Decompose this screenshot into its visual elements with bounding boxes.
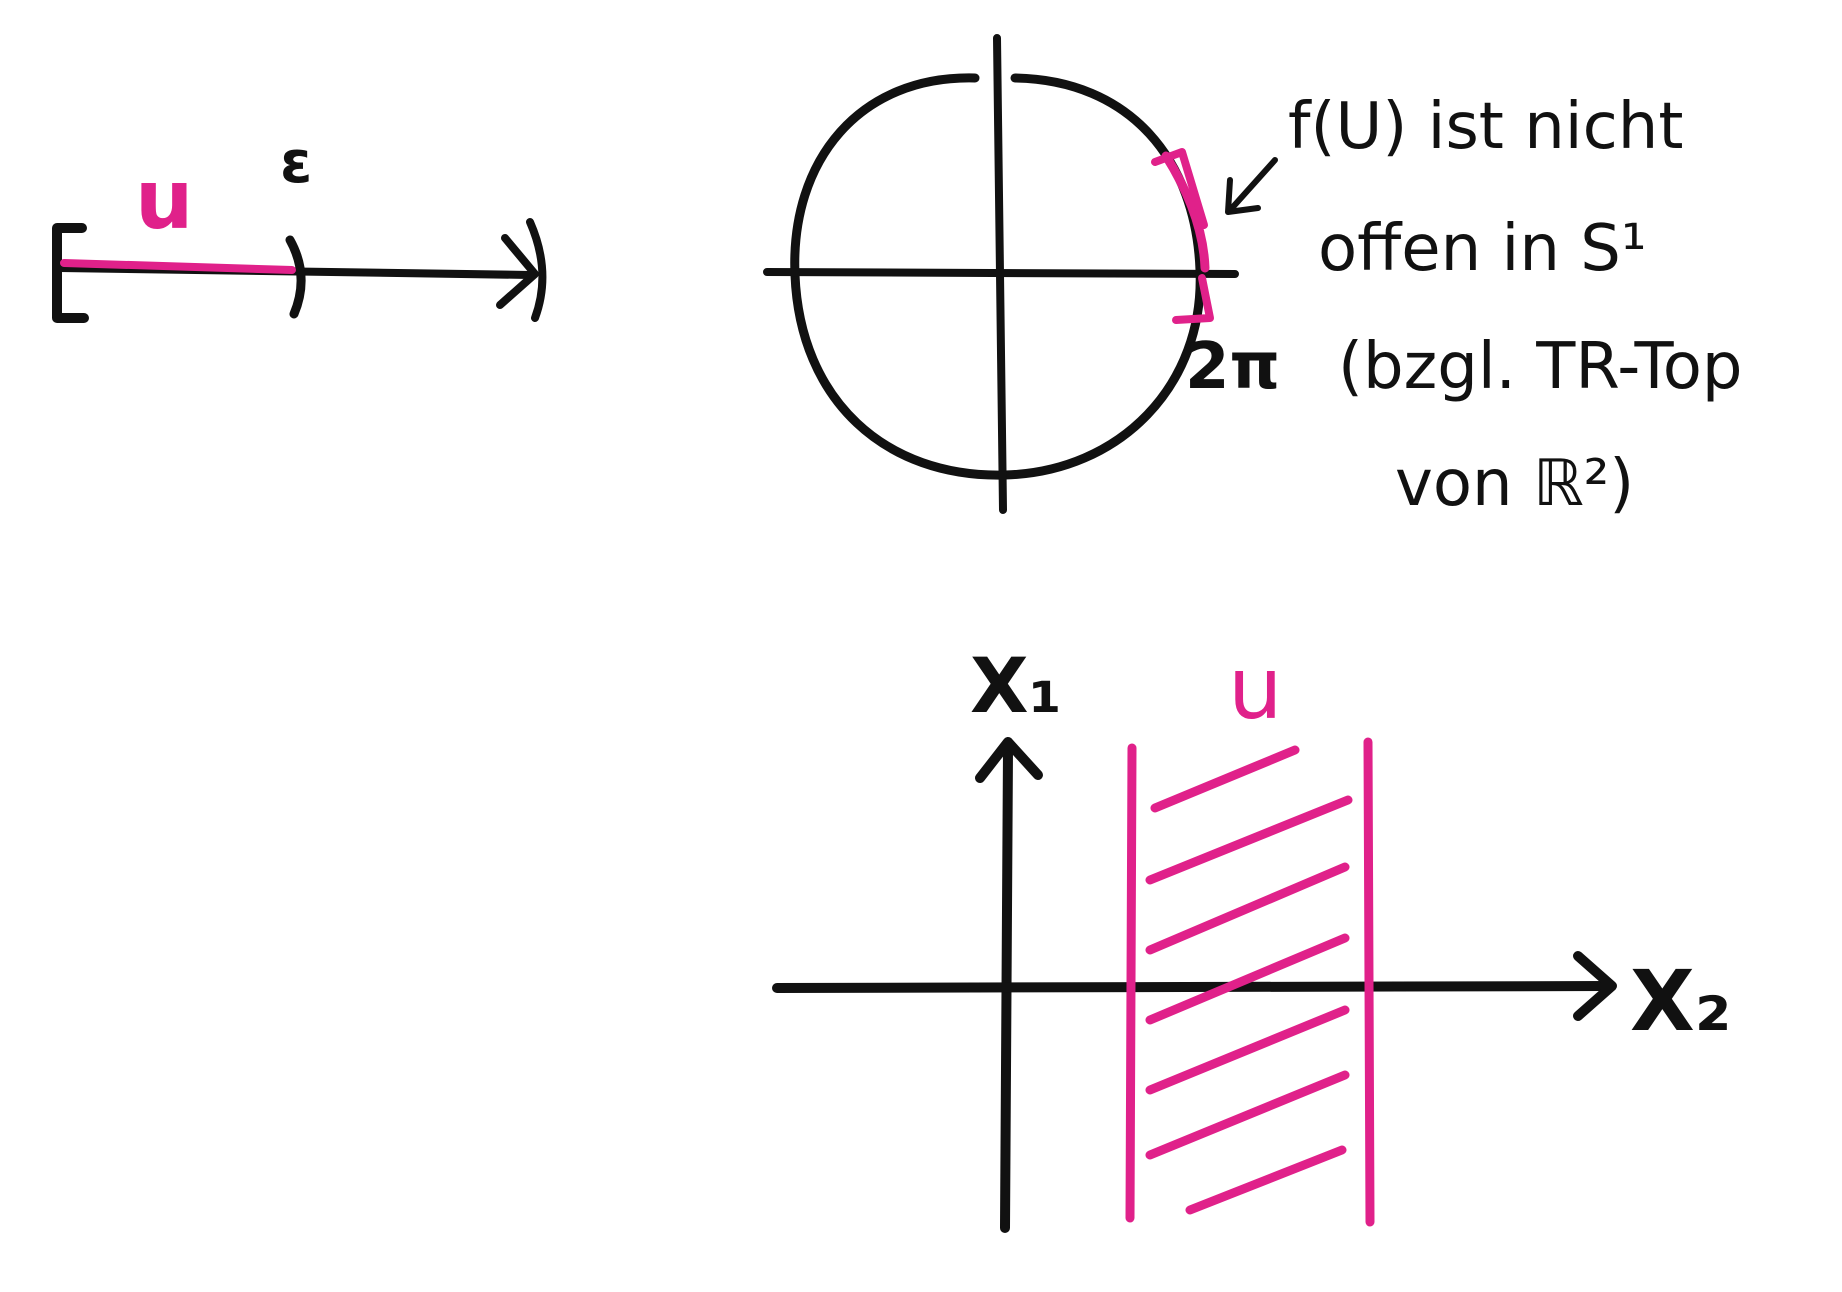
axis-arrow-head bbox=[496, 234, 539, 309]
annotation-arrow-head bbox=[1225, 177, 1261, 215]
circle-diagram: 2π f(U) ist nicht offen in S¹ (bzgl. TR-… bbox=[763, 34, 1742, 521]
set-u-label: u bbox=[135, 153, 193, 248]
two-pi-label: 2π bbox=[1185, 330, 1280, 404]
interval-closed-bracket bbox=[52, 223, 89, 323]
strip-left-boundary bbox=[1125, 743, 1137, 1223]
annotation-line-2: offen in S¹ bbox=[1318, 212, 1647, 286]
strip-set-u-label: u bbox=[1228, 639, 1283, 739]
annotation-arrow-shaft bbox=[1229, 157, 1278, 211]
strip-right-boundary bbox=[1363, 737, 1375, 1227]
x1-arrow-head bbox=[975, 737, 1043, 783]
strip-hatching bbox=[1145, 745, 1353, 1215]
arc-end-bracket-bottom bbox=[1172, 274, 1214, 324]
x2-axis-label: X₂ bbox=[1630, 952, 1732, 1050]
circle-horizontal-axis bbox=[763, 268, 1239, 278]
annotation-line-4: von ℝ²) bbox=[1395, 447, 1634, 521]
circle-arc-highlight bbox=[1161, 151, 1210, 273]
annotation-line-1: f(U) ist nicht bbox=[1288, 90, 1683, 164]
x1-axis-label: X₁ bbox=[970, 641, 1062, 730]
axis-open-end-paren bbox=[526, 218, 547, 322]
interval-diagram: u ε bbox=[52, 128, 547, 323]
annotation-line-3: (bzgl. TR-Top bbox=[1338, 330, 1742, 404]
epsilon-label: ε bbox=[280, 128, 312, 196]
epsilon-open-paren bbox=[285, 235, 306, 319]
arc-end-bracket-top bbox=[1151, 148, 1208, 229]
set-u-segment bbox=[60, 259, 296, 274]
x2-arrow-head bbox=[1573, 951, 1617, 1021]
annotation-text: f(U) ist nicht offen in S¹ (bzgl. TR-Top… bbox=[1288, 90, 1742, 521]
strip-diagram: X₁ X₂ u bbox=[772, 639, 1732, 1233]
x2-axis-line bbox=[772, 981, 1613, 993]
